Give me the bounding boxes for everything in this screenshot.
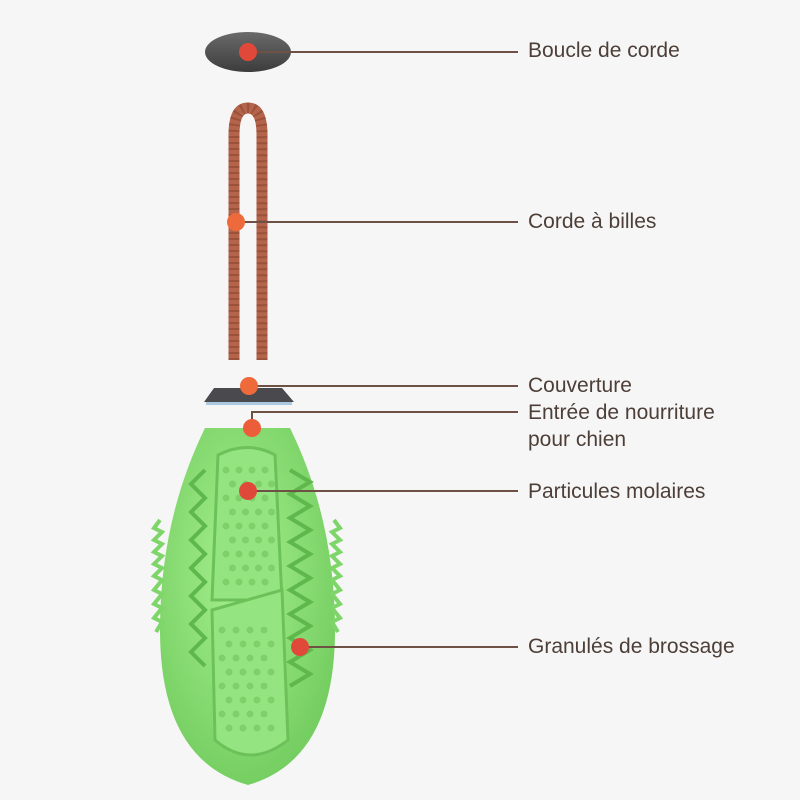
molar-bump bbox=[242, 536, 249, 544]
marker-dots bbox=[227, 43, 309, 656]
molar-bump bbox=[268, 480, 275, 488]
molar-bump bbox=[248, 578, 256, 586]
label-ball-rope: Corde à billes bbox=[528, 210, 657, 233]
label-cover: Couverture bbox=[528, 374, 632, 397]
molar-bump bbox=[246, 682, 254, 690]
molar-bump bbox=[225, 668, 233, 676]
molar-bump bbox=[242, 564, 249, 572]
molar-bump bbox=[222, 522, 230, 530]
molar-bump bbox=[229, 536, 236, 544]
molar-bump bbox=[255, 564, 262, 572]
molar-bump bbox=[260, 654, 268, 662]
molar-bump bbox=[260, 682, 268, 690]
molar-bump bbox=[246, 654, 254, 662]
molar-bump bbox=[235, 550, 243, 558]
molar-bump bbox=[229, 564, 236, 572]
molar-bump bbox=[267, 696, 275, 704]
molar-bump bbox=[248, 550, 256, 558]
marker-dot bbox=[239, 43, 257, 61]
molar-bump bbox=[267, 640, 275, 648]
molar-bump bbox=[222, 494, 230, 502]
molar-bump bbox=[253, 668, 261, 676]
molar-bump bbox=[218, 654, 226, 662]
molar-bump bbox=[235, 522, 243, 530]
molar-bump bbox=[239, 640, 247, 648]
marker-dot bbox=[243, 419, 261, 437]
molar-bump bbox=[246, 626, 254, 634]
label-molar-particles: Particules molaires bbox=[528, 480, 706, 503]
molar-bump bbox=[253, 640, 261, 648]
label-brushing-granules: Granulés de brossage bbox=[528, 635, 735, 658]
molar-bump bbox=[255, 536, 262, 544]
molar-bump bbox=[255, 508, 262, 516]
molar-bump bbox=[225, 640, 233, 648]
molar-bump bbox=[222, 466, 230, 474]
molar-bump bbox=[261, 578, 269, 586]
molar-bump bbox=[232, 626, 240, 634]
marker-dot bbox=[291, 638, 309, 656]
marker-dot bbox=[240, 377, 258, 395]
label-food-inlet-line2: pour chien bbox=[528, 428, 627, 451]
molar-bump bbox=[229, 508, 236, 516]
molar-bump bbox=[242, 508, 249, 516]
molar-bump bbox=[229, 480, 236, 488]
molar-bump bbox=[255, 480, 262, 488]
molar-bump bbox=[225, 696, 233, 704]
molar-bump bbox=[239, 668, 247, 676]
molar-bump bbox=[261, 494, 269, 502]
marker-dot bbox=[227, 213, 245, 231]
molar-bump bbox=[261, 550, 269, 558]
molar-bump bbox=[268, 564, 275, 572]
molar-bump bbox=[260, 626, 268, 634]
molar-bump bbox=[222, 550, 230, 558]
molar-bump bbox=[225, 724, 233, 732]
label-rope-loop: Boucle de corde bbox=[528, 39, 680, 62]
molar-bump bbox=[253, 724, 261, 732]
molar-bump bbox=[261, 522, 269, 530]
molar-bump bbox=[253, 696, 261, 704]
molar-bump bbox=[248, 466, 256, 474]
molar-bump bbox=[267, 724, 275, 732]
molar-bump bbox=[235, 466, 243, 474]
molar-bump bbox=[235, 578, 243, 586]
molar-bump bbox=[248, 522, 256, 530]
molar-bump bbox=[239, 724, 247, 732]
chew-ball bbox=[150, 428, 344, 785]
molar-bump bbox=[218, 682, 226, 690]
molar-bump bbox=[267, 668, 275, 676]
molar-bump bbox=[232, 654, 240, 662]
molar-bump bbox=[246, 710, 254, 718]
molar-bump bbox=[268, 536, 275, 544]
molar-bump bbox=[268, 508, 275, 516]
molar-bump bbox=[218, 710, 226, 718]
molar-bump bbox=[232, 682, 240, 690]
molar-bump bbox=[232, 710, 240, 718]
marker-dot bbox=[239, 482, 257, 500]
molar-bump bbox=[261, 466, 269, 474]
molar-bump bbox=[260, 710, 268, 718]
label-food-inlet-line1: Entrée de nourriture bbox=[528, 401, 715, 424]
molar-bump bbox=[222, 578, 230, 586]
molar-bump bbox=[239, 696, 247, 704]
molar-bump bbox=[218, 626, 226, 634]
